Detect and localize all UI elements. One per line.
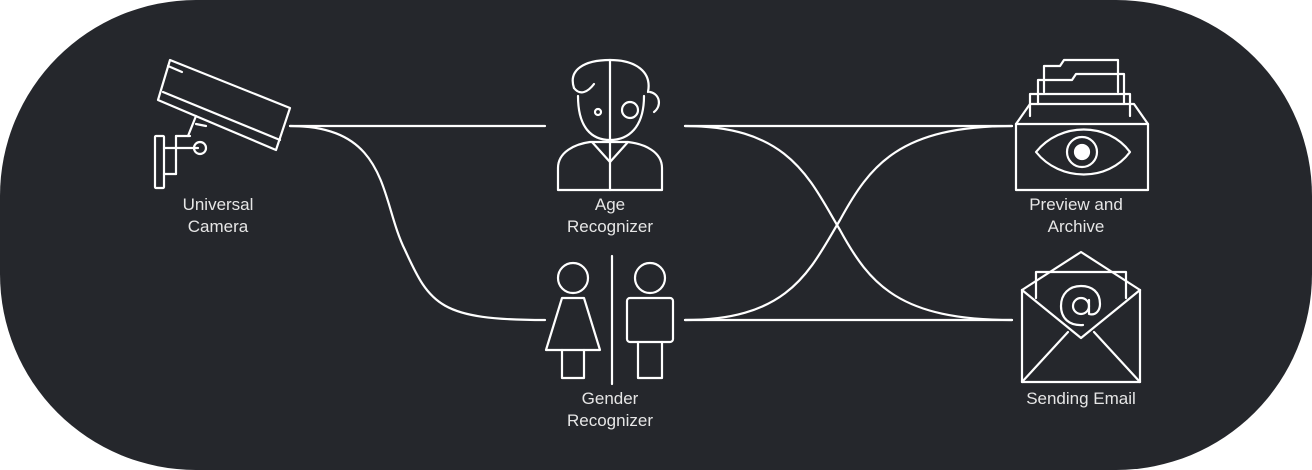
email-label-line1: Sending Email	[1026, 389, 1136, 408]
age-recognizer-label: Age Recognizer	[545, 194, 675, 238]
archive-label: Preview and Archive	[1006, 194, 1146, 238]
connector-gender-archive	[683, 124, 1014, 322]
age-face-icon	[556, 58, 664, 192]
gender-icon	[544, 254, 675, 386]
connections	[288, 124, 1014, 322]
email-label: Sending Email	[1006, 388, 1156, 410]
connector-camera-gender	[288, 124, 547, 322]
camera-label-line2: Camera	[187, 217, 249, 236]
archive-eye-icon	[1014, 58, 1150, 192]
security-camera-icon	[153, 58, 292, 190]
gender-label-line1: Gender	[581, 389, 639, 408]
gender-recognizer-label: Gender Recognizer	[545, 388, 675, 432]
camera-label: Universal Camera	[158, 194, 278, 238]
camera-label-line1: Universal	[182, 195, 254, 214]
archive-label-line1: Preview and	[1029, 195, 1123, 214]
email-envelope-icon	[1020, 250, 1142, 384]
connector-age-email	[683, 124, 1014, 322]
gender-label-line2: Recognizer	[567, 411, 653, 430]
archive-label-line2: Archive	[1047, 217, 1105, 236]
age-label-line1: Age	[594, 195, 626, 214]
age-label-line2: Recognizer	[567, 217, 653, 236]
